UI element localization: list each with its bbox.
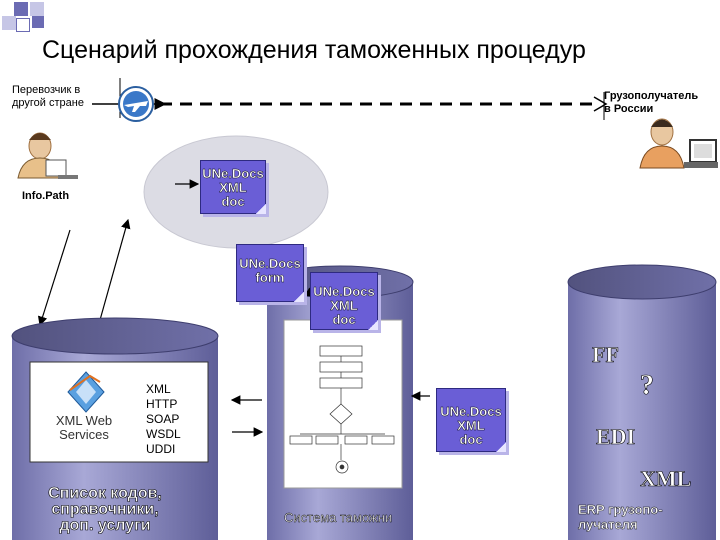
- protocol-item: HTTP: [146, 397, 178, 411]
- erp-line1: ERP грузопо-: [578, 502, 663, 517]
- carrier-label: Перевозчик в другой стране: [12, 84, 84, 110]
- left-cylinder-caption: Список кодов, справочники, доп. услуги: [30, 485, 180, 534]
- arrow-up: [99, 218, 131, 321]
- une-docs-xml-doc-1[interactable]: UNe.Docs XML doc: [200, 160, 266, 214]
- erp-line2: лучателя: [578, 517, 638, 532]
- right-cylinder-caption: ERP грузопо- лучателя: [578, 502, 663, 532]
- airplane-icon: [118, 86, 154, 122]
- une-docs-xml-doc-2[interactable]: UNe.Docs XML doc: [310, 272, 378, 330]
- consignee-line2: в России: [604, 103, 654, 115]
- caption-line3: доп. услуги: [59, 517, 151, 534]
- ff-label: FF: [592, 342, 619, 368]
- doc2-line2: form: [255, 270, 285, 285]
- protocol-list: XML HTTP SOAP WSDL UDDI: [146, 382, 181, 457]
- middle-cylinder-caption: Система таможни: [284, 510, 393, 525]
- xml-web-services-text: XML Web Services: [38, 414, 130, 442]
- doc1-line1: UNe.Docs: [202, 166, 264, 181]
- page-curl-icon: [294, 292, 304, 302]
- xml-label: XML: [640, 466, 692, 492]
- decor-square: [30, 2, 44, 16]
- doc4-line1: UNe.Docs: [440, 404, 502, 419]
- route-arrow-end: [593, 96, 608, 112]
- person-carrier-icon: [17, 132, 78, 179]
- person-consignee-icon: [639, 118, 718, 169]
- services-line: Services: [59, 427, 109, 442]
- carrier-line2: другой стране: [12, 97, 84, 109]
- protocol-item: UDDI: [146, 442, 176, 456]
- arrow-down: [37, 229, 71, 327]
- consignee-line1: Грузополучатель: [604, 90, 699, 102]
- decor-square: [16, 18, 30, 32]
- right-cylinder: [567, 264, 717, 540]
- doc3-line2: XML: [330, 298, 358, 313]
- page-curl-icon: [368, 320, 378, 330]
- question-label: ?: [640, 370, 655, 402]
- une-docs-form[interactable]: UNe.Docs form: [236, 244, 304, 302]
- doc4-line3: doc: [459, 432, 483, 447]
- doc1-line2: XML: [219, 180, 247, 195]
- doc4-line2: XML: [457, 418, 485, 433]
- xml-web-services-panel: [29, 361, 209, 463]
- consignee-label: Грузополучатель в России: [604, 90, 698, 116]
- decor-square: [2, 16, 16, 30]
- xml-web-line: XML Web: [55, 413, 113, 428]
- caption-line2: справочники,: [51, 501, 159, 518]
- flowchart-diagram: [289, 345, 395, 474]
- protocol-item: WSDL: [146, 427, 181, 441]
- decor-square: [14, 2, 28, 16]
- doc2-line1: UNe.Docs: [239, 256, 301, 271]
- infopath-label: Info.Path: [22, 190, 70, 202]
- xml-web-services-logo-icon: [67, 371, 105, 413]
- caption-line1: Список кодов,: [48, 485, 162, 502]
- carrier-line1: Перевозчик в: [12, 84, 81, 96]
- page-curl-icon: [256, 204, 266, 214]
- une-docs-xml-doc-3[interactable]: UNe.Docs XML doc: [436, 388, 506, 452]
- protocol-item: SOAP: [146, 412, 180, 426]
- doc1-line3: doc: [221, 194, 245, 209]
- page-curl-icon: [496, 442, 506, 452]
- protocol-item: XML: [146, 382, 171, 396]
- page-title: Сценарий прохождения таможенных процедур: [42, 36, 586, 64]
- doc3-line1: UNe.Docs: [313, 284, 375, 299]
- doc3-line3: doc: [332, 312, 356, 327]
- edi-label: EDI: [596, 424, 636, 450]
- decor-square: [32, 16, 44, 28]
